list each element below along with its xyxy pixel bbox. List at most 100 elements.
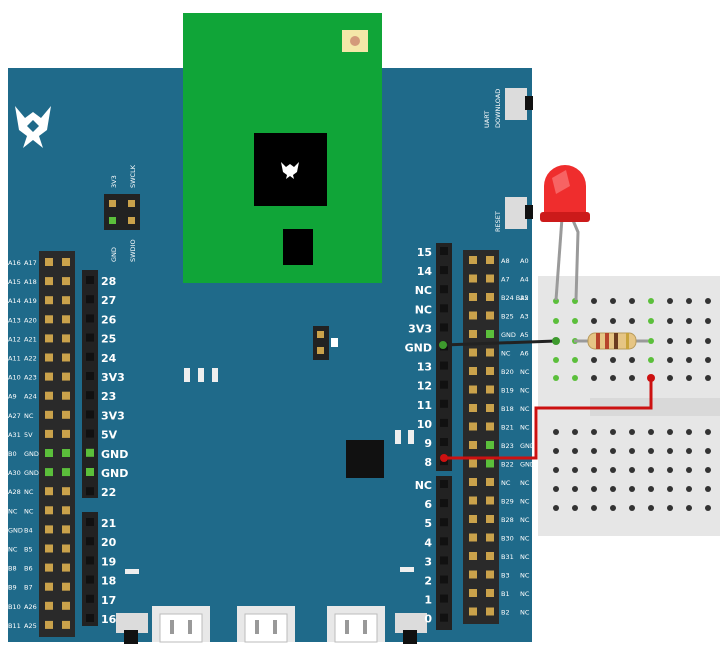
header-pin[interactable] (486, 515, 494, 523)
header-pin[interactable] (486, 570, 494, 579)
header-pin[interactable] (440, 594, 448, 603)
header-pin[interactable] (86, 429, 94, 438)
header-pin[interactable] (469, 533, 477, 542)
header-pin[interactable] (45, 296, 53, 305)
header-pin[interactable] (62, 372, 70, 381)
header-pin[interactable] (469, 607, 477, 616)
header-pin[interactable] (486, 293, 494, 301)
header-pin[interactable] (45, 468, 53, 477)
header-pin[interactable] (469, 478, 477, 486)
breadboard-hole[interactable] (705, 375, 711, 381)
swd-pin[interactable] (128, 217, 135, 224)
breadboard-hole[interactable] (591, 505, 597, 511)
header-pin[interactable] (45, 410, 53, 419)
header-pin[interactable] (45, 315, 53, 324)
breadboard-hole[interactable] (553, 357, 559, 363)
breadboard-hole[interactable] (648, 318, 654, 324)
header-pin[interactable] (486, 496, 494, 505)
breadboard-hole[interactable] (572, 357, 578, 363)
header-pin[interactable] (486, 330, 494, 338)
breadboard-hole[interactable] (667, 375, 673, 381)
header-pin[interactable] (469, 441, 477, 449)
header-pin[interactable] (469, 256, 477, 264)
breadboard-hole[interactable] (610, 467, 616, 473)
breadboard-hole[interactable] (667, 338, 673, 344)
breadboard-hole[interactable] (629, 357, 635, 363)
header-pin[interactable] (486, 385, 494, 394)
header-pin[interactable] (86, 594, 94, 603)
header-pin[interactable] (440, 418, 448, 427)
header-pin[interactable] (440, 575, 448, 584)
breadboard-hole[interactable] (705, 298, 711, 304)
breadboard-hole[interactable] (705, 486, 711, 492)
breadboard-hole[interactable] (572, 448, 578, 454)
breadboard-hole[interactable] (667, 318, 673, 324)
breadboard-hole[interactable] (667, 357, 673, 363)
header-pin[interactable] (486, 311, 494, 320)
swd-pin[interactable] (109, 217, 116, 224)
header-pin[interactable] (469, 496, 477, 505)
header-pin[interactable] (469, 330, 477, 338)
breadboard-hole[interactable] (648, 357, 654, 363)
header-pin[interactable] (86, 372, 94, 380)
header-pin[interactable] (440, 613, 448, 622)
header-pin[interactable] (486, 552, 494, 560)
reset-button-cap[interactable] (525, 205, 533, 219)
breadboard-hole[interactable] (686, 429, 692, 435)
breadboard-hole[interactable] (686, 338, 692, 344)
power-switch-knob[interactable] (124, 630, 138, 644)
breadboard-hole[interactable] (629, 429, 635, 435)
header-pin[interactable] (486, 256, 494, 264)
header-pin[interactable] (486, 348, 494, 357)
breadboard-hole[interactable] (629, 318, 635, 324)
header-pin[interactable] (86, 537, 94, 546)
header-pin[interactable] (440, 361, 448, 370)
breadboard-hole[interactable] (705, 338, 711, 344)
header-pin[interactable] (45, 563, 53, 572)
breadboard-hole[interactable] (591, 448, 597, 454)
usb-port-3[interactable] (327, 606, 385, 643)
breadboard-hole[interactable] (572, 505, 578, 511)
header-pin[interactable] (469, 348, 477, 357)
breadboard-hole[interactable] (705, 448, 711, 454)
header-pin[interactable] (86, 448, 94, 457)
header-pin[interactable] (45, 601, 53, 610)
header-pin[interactable] (62, 277, 70, 286)
header-pin[interactable] (62, 601, 70, 610)
breadboard-hole[interactable] (686, 318, 692, 324)
header-pin[interactable] (45, 277, 53, 286)
breadboard-hole[interactable] (667, 429, 673, 435)
header-pin[interactable] (62, 258, 70, 266)
reset-button[interactable] (505, 197, 527, 229)
breadboard-hole[interactable] (610, 486, 616, 492)
header-pin[interactable] (62, 544, 70, 553)
breadboard-hole[interactable] (610, 505, 616, 511)
breadboard-hole[interactable] (610, 429, 616, 435)
header-pin[interactable] (469, 570, 477, 579)
header-pin[interactable] (86, 468, 94, 476)
swd-pin[interactable] (128, 200, 135, 207)
breadboard-hole[interactable] (686, 375, 692, 381)
breadboard-hole[interactable] (648, 467, 654, 473)
header-pin[interactable] (469, 422, 477, 431)
header-pin[interactable] (440, 304, 448, 313)
header-pin[interactable] (45, 506, 53, 515)
header-pin[interactable] (86, 518, 94, 526)
header-pin[interactable] (62, 353, 70, 362)
header-pin[interactable] (45, 582, 53, 591)
header-pin[interactable] (86, 410, 94, 419)
breadboard-hole[interactable] (705, 429, 711, 435)
header-pin[interactable] (45, 525, 53, 534)
breadboard-hole[interactable] (686, 486, 692, 492)
header-pin[interactable] (45, 391, 53, 400)
header-pin[interactable] (469, 274, 477, 283)
breadboard-hole[interactable] (667, 298, 673, 304)
breadboard-hole[interactable] (572, 375, 578, 381)
header-pin[interactable] (45, 429, 53, 438)
header-pin[interactable] (62, 315, 70, 324)
header-pin[interactable] (62, 410, 70, 419)
header-pin[interactable] (469, 552, 477, 560)
breadboard-hole[interactable] (591, 486, 597, 492)
header-pin[interactable] (440, 556, 448, 565)
usb-port-1[interactable] (152, 606, 210, 643)
